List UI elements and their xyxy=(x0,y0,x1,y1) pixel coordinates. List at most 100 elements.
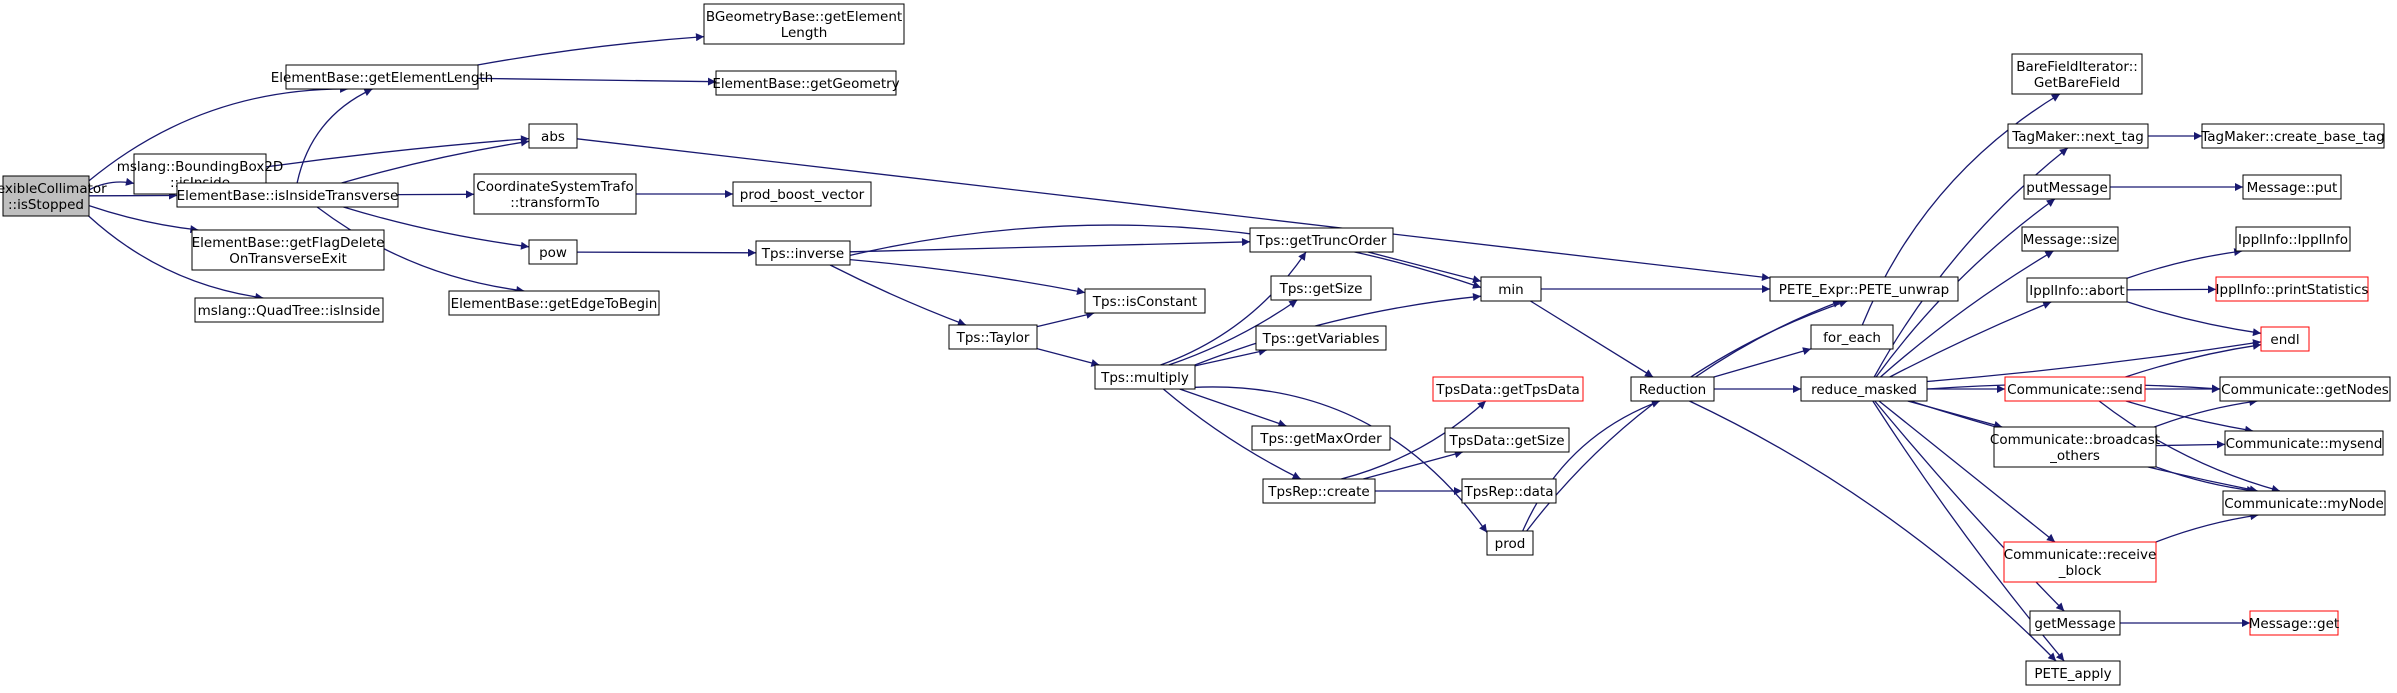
node-for-each[interactable]: for_each xyxy=(1810,324,1894,350)
node-ipplinfo-printStatistics[interactable]: IpplInfo::printStatistics xyxy=(2215,276,2369,302)
node-tps-getTruncOrder[interactable]: Tps::getTruncOrder xyxy=(1249,227,1394,253)
node-tpsdata-getTpsData[interactable]: TpsData::getTpsData xyxy=(1432,376,1584,402)
node-prod[interactable]: prod xyxy=(1486,530,1534,556)
node-prod-boost-vector[interactable]: prod_boost_vector xyxy=(732,181,872,207)
node-label: Reduction xyxy=(1639,382,1707,398)
node-label: Tps::Taylor xyxy=(956,330,1030,346)
node-box xyxy=(715,70,897,96)
node-box xyxy=(755,240,851,266)
node-box xyxy=(1480,276,1542,302)
node-box xyxy=(1255,325,1387,351)
call-edge-root-to-quadtree-isInside xyxy=(88,215,264,301)
node-label: PETE_Expr::PETE_unwrap xyxy=(1779,282,1949,298)
node-ipplinfo-abort[interactable]: IpplInfo::abort xyxy=(2026,277,2128,303)
call-edge-bbox-isInside-to-abs xyxy=(265,135,530,168)
node-label: Message::put xyxy=(2247,180,2338,196)
node-label: FlexibleCollimator xyxy=(0,181,107,197)
call-edge-isInsideTransverse-to-getEdgeToBegin xyxy=(316,206,525,294)
node-tps-inverse[interactable]: Tps::inverse xyxy=(755,240,851,266)
node-box xyxy=(2011,53,2143,95)
node-box xyxy=(1262,478,1376,504)
node-box xyxy=(1810,324,1894,350)
call-edge-pow-to-tps-inverse xyxy=(576,248,757,257)
node-box xyxy=(2215,276,2369,302)
node-tpsdata-getSize[interactable]: TpsData::getSize xyxy=(1444,427,1570,453)
call-edge-root-to-bbox-isInside xyxy=(88,177,135,191)
call-edge-tps-inverse-to-tps-getTruncOrder xyxy=(849,238,1251,253)
node-putMessage[interactable]: putMessage xyxy=(2023,174,2111,200)
node-reduction[interactable]: Reduction xyxy=(1630,376,1715,402)
node-getGeometry[interactable]: ElementBase::getGeometry xyxy=(712,70,900,96)
node-pow[interactable]: pow xyxy=(528,239,578,265)
call-edge-comm-broadcast-to-comm-myNode xyxy=(2155,466,2255,494)
node-comm-mysend[interactable]: Communicate::mysend xyxy=(2224,430,2384,456)
call-edge-min-to-reduction xyxy=(1530,300,1654,378)
node-bgeom-getElementLength[interactable]: BGeometryBase::getElementLength xyxy=(703,3,905,45)
node-label: endl xyxy=(2270,332,2299,348)
node-root[interactable]: FlexibleCollimator::isStopped xyxy=(0,175,107,217)
node-getEdgeToBegin[interactable]: ElementBase::getEdgeToBegin xyxy=(448,290,660,316)
node-reduce-masked[interactable]: reduce_masked xyxy=(1800,376,1928,402)
node-label: getMessage xyxy=(2034,616,2115,632)
node-ipplinfo-ipplinfo[interactable]: IpplInfo::IpplInfo xyxy=(2235,226,2351,252)
node-message-get[interactable]: Message::get xyxy=(2249,610,2339,636)
node-box xyxy=(2004,376,2146,402)
call-edge-tps-multiply-to-tps-getVariables xyxy=(1194,347,1267,367)
node-getElementLength[interactable]: ElementBase::getElementLength xyxy=(271,64,494,90)
node-box xyxy=(2,175,90,217)
node-box xyxy=(2235,226,2351,252)
node-abs[interactable]: abs xyxy=(528,123,578,149)
node-box xyxy=(1444,427,1570,453)
node-message-size[interactable]: Message::size xyxy=(2021,226,2119,252)
node-getBareField[interactable]: BareFieldIterator::GetBareField xyxy=(2011,53,2143,95)
node-tpsrep-data[interactable]: TpsRep::data xyxy=(1461,478,1557,504)
node-box xyxy=(176,182,399,208)
node-next-tag[interactable]: TagMaker::next_tag xyxy=(2007,123,2149,149)
node-getFlagDelete[interactable]: ElementBase::getFlagDeleteOnTransverseEx… xyxy=(191,229,385,271)
node-min[interactable]: min xyxy=(1480,276,1542,302)
node-transformTo[interactable]: CoordinateSystemTrafo::transformTo xyxy=(473,173,637,215)
node-getMessage[interactable]: getMessage xyxy=(2029,610,2121,636)
node-tps-getVariables[interactable]: Tps::getVariables xyxy=(1255,325,1387,351)
node-box xyxy=(2224,430,2384,456)
node-label: IpplInfo::abort xyxy=(2029,283,2124,299)
call-edge-tps-multiply-to-tps-getMaxOrder xyxy=(1179,388,1287,428)
call-edge-isInsideTransverse-to-pow xyxy=(343,206,530,250)
node-comm-myNode[interactable]: Communicate::myNode xyxy=(2222,490,2386,516)
node-pete-unwrap[interactable]: PETE_Expr::PETE_unwrap xyxy=(1769,276,1959,302)
node-label: Message::size xyxy=(2023,232,2117,248)
node-isInsideTransverse[interactable]: ElementBase::isInsideTransverse xyxy=(176,182,399,208)
node-label: BGeometryBase::getElement xyxy=(706,9,902,25)
node-tps-taylor[interactable]: Tps::Taylor xyxy=(948,324,1038,350)
call-edge-reduction-to-pete-unwrap xyxy=(1695,300,1842,378)
node-quadtree-isInside[interactable]: mslang::QuadTree::isInside xyxy=(194,297,384,323)
node-label: ElementBase::getGeometry xyxy=(712,76,899,92)
node-box xyxy=(2026,277,2128,303)
node-comm-broadcast[interactable]: Communicate::broadcast_others xyxy=(1990,426,2160,468)
node-label: TagMaker::create_base_tag xyxy=(2200,129,2385,145)
call-edges xyxy=(88,33,2281,662)
node-box xyxy=(194,297,384,323)
node-tps-multiply[interactable]: Tps::multiply xyxy=(1094,364,1196,390)
call-edge-tpsrep-create-to-tpsdata-getSize xyxy=(1363,450,1463,480)
node-tps-isConstant[interactable]: Tps::isConstant xyxy=(1084,288,1206,314)
call-edge-comm-broadcast-to-comm-getNodes xyxy=(2154,398,2258,428)
node-comm-receive-block[interactable]: Communicate::receive_block xyxy=(2003,541,2157,583)
node-label: putMessage xyxy=(2026,180,2108,196)
node-endl[interactable]: endl xyxy=(2260,326,2310,352)
node-label: Length xyxy=(781,25,828,41)
node-label: Communicate::mysend xyxy=(2226,436,2383,452)
node-create-base-tag[interactable]: TagMaker::create_base_tag xyxy=(2200,123,2385,149)
node-message-put[interactable]: Message::put xyxy=(2242,174,2342,200)
node-tps-getMaxOrder[interactable]: Tps::getMaxOrder xyxy=(1251,425,1391,451)
node-box xyxy=(1993,426,2157,468)
node-tpsrep-create[interactable]: TpsRep::create xyxy=(1262,478,1376,504)
node-comm-getNodes[interactable]: Communicate::getNodes xyxy=(2219,376,2391,402)
node-comm-send[interactable]: Communicate::send xyxy=(2004,376,2146,402)
node-pete-apply[interactable]: PETE_apply xyxy=(2025,660,2121,686)
call-edge-comm-broadcast-to-comm-mysend xyxy=(2155,440,2226,449)
node-label: Tps::getVariables xyxy=(1262,331,1380,347)
node-tps-getSize[interactable]: Tps::getSize xyxy=(1270,275,1372,301)
node-label: Tps::isConstant xyxy=(1092,294,1197,310)
